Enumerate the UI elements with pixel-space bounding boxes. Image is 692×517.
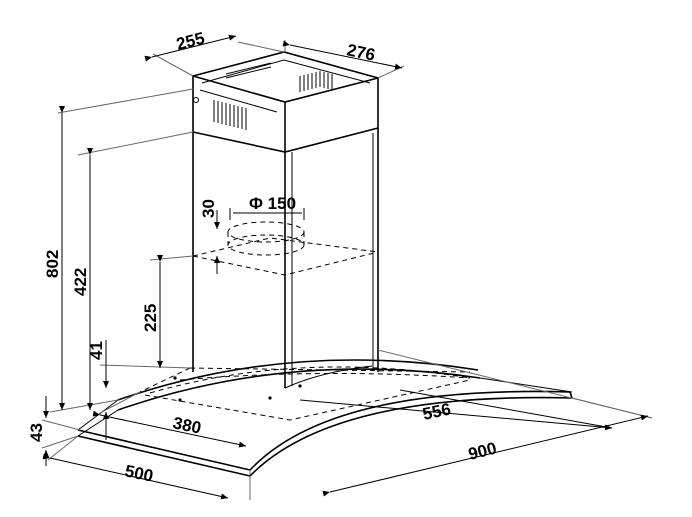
- dim-front-width: 380: [171, 413, 203, 437]
- dim-chimney-height: 422: [71, 268, 90, 296]
- duct-outline: [192, 221, 379, 276]
- dimension-lines: [42, 34, 649, 500]
- guide-lines: [41, 40, 653, 500]
- dim-total-height: 802: [43, 250, 62, 278]
- dim-top-width: 255: [174, 29, 206, 54]
- dim-duct-diameter: Φ 150: [249, 194, 296, 213]
- dim-duct-offset: 30: [199, 199, 218, 218]
- dim-inner-height: 225: [141, 304, 160, 332]
- dim-edge-height: 41: [87, 341, 106, 360]
- dim-side-width: 556: [421, 399, 453, 423]
- dim-overall-depth: 500: [123, 461, 155, 485]
- dim-overall-width: 900: [466, 439, 498, 464]
- chimney-lower-body: [192, 128, 379, 389]
- chimney-top-box: [192, 51, 379, 153]
- dim-top-depth: 276: [345, 40, 377, 64]
- dim-glass-height: 43: [27, 423, 46, 442]
